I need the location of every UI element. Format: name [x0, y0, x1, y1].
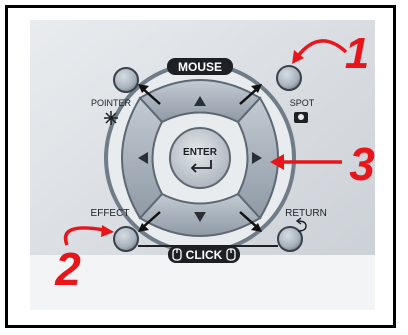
- click-label-pill: [168, 246, 240, 263]
- panel-lower-area: [30, 255, 375, 310]
- enter-button[interactable]: [169, 127, 231, 189]
- effect-button[interactable]: [113, 226, 139, 252]
- return-button[interactable]: [277, 226, 303, 252]
- arrow-head-ul-icon: [138, 84, 149, 93]
- callout-1-arrow: [296, 39, 348, 58]
- callout-1-arrowhead-icon: [292, 50, 304, 64]
- callout-2-arrowhead-icon: [101, 225, 114, 237]
- enter-label: ENTER: [183, 147, 218, 158]
- up-arrow-icon: [194, 96, 206, 106]
- left-arrow-icon: [138, 152, 148, 164]
- mouse-label-pill: [167, 58, 233, 75]
- mouse-icon: [172, 248, 236, 261]
- arrow-head-dr-icon: [251, 223, 262, 232]
- pointer-label: POINTER: [91, 98, 132, 108]
- pointer-button[interactable]: [113, 67, 139, 93]
- right-arrow-icon: [252, 152, 262, 164]
- down-arrow-icon: [194, 212, 206, 222]
- callout-3-number: 3: [349, 138, 375, 190]
- enter-return-icon: [190, 160, 212, 173]
- callout-3-arrowhead-icon: [270, 154, 284, 170]
- spot-button[interactable]: [276, 65, 302, 91]
- arrow-head-dl-icon: [138, 223, 149, 232]
- arrow-head-ur-icon: [251, 84, 262, 93]
- spot-label: SPOT: [290, 98, 315, 108]
- click-label: CLICK: [186, 248, 223, 262]
- callout-1-number: 1: [345, 29, 369, 78]
- pointer-star-icon: [104, 111, 118, 125]
- callout-2-arrow: [63, 226, 105, 246]
- diagonal-arrows: [141, 87, 259, 229]
- return-curve-icon: [295, 217, 307, 232]
- mouse-label: MOUSE: [178, 60, 222, 74]
- return-label: RETURN: [285, 208, 327, 219]
- callout-2-number: 2: [54, 243, 81, 295]
- effect-label: EFFECT: [91, 208, 130, 219]
